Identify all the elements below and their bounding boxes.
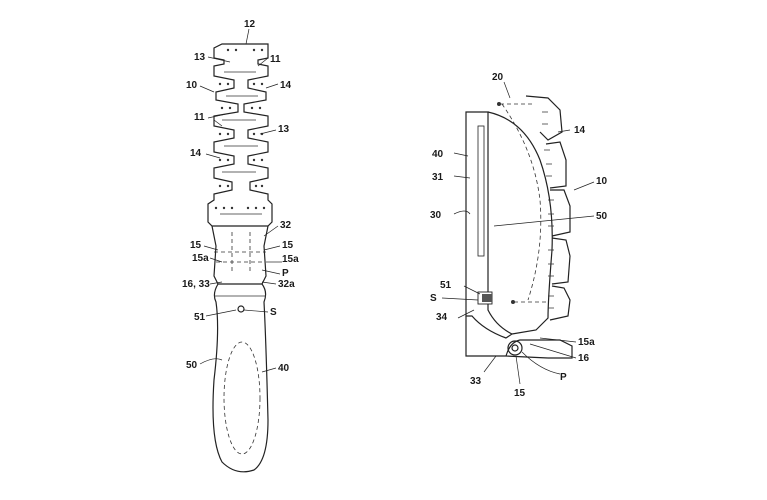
label-10: 10	[186, 80, 198, 91]
handle-outline	[212, 283, 269, 473]
neck	[211, 225, 269, 285]
label-12: 12	[244, 19, 256, 30]
arc-dashed	[501, 103, 542, 301]
right-figure	[465, 95, 573, 359]
label-33: 33	[470, 376, 482, 387]
inner-strip	[477, 125, 485, 257]
label-P: P	[282, 268, 289, 279]
handle-pin	[237, 305, 245, 313]
label-14-right: 14	[574, 125, 586, 136]
label-16: 16	[578, 353, 590, 364]
label-20: 20	[492, 72, 504, 83]
label-14: 14	[280, 80, 292, 91]
label-31: 31	[432, 172, 444, 183]
back-plate	[465, 111, 514, 339]
label-34: 34	[436, 312, 448, 323]
label-10-right: 10	[596, 176, 608, 187]
head-slots	[220, 71, 262, 215]
left-leaders	[199, 28, 282, 373]
label-32a: 32a	[278, 279, 295, 290]
head-holes	[214, 48, 266, 210]
label-16-33: 16, 33	[182, 279, 210, 290]
label-11-lower: 11	[194, 112, 205, 123]
handle-inner	[223, 341, 261, 455]
label-50-right: 50	[596, 211, 608, 222]
hinge-inner	[511, 344, 519, 352]
left-labels: 12 13 11 10 14 11 13 14 32 15 15 15a 15a…	[182, 19, 299, 374]
label-40: 40	[278, 363, 290, 374]
label-15-left: 15	[190, 240, 202, 251]
housing-curve	[487, 111, 553, 335]
label-15a-left: 15a	[192, 253, 209, 264]
neck-dashed	[214, 232, 266, 272]
label-32: 32	[280, 220, 292, 231]
label-30: 30	[430, 210, 442, 221]
label-15a-right: 15a	[578, 337, 595, 348]
label-15a-right: 15a	[282, 254, 299, 265]
hinge-outer	[507, 340, 523, 356]
stopper-spring	[482, 294, 492, 302]
top-pin	[497, 102, 501, 106]
label-13: 13	[194, 52, 206, 63]
brush-segments	[525, 95, 571, 321]
label-S-right: S	[430, 293, 437, 304]
label-S: S	[270, 307, 277, 318]
label-14-lower: 14	[190, 148, 202, 159]
label-15-right: 15	[282, 240, 294, 251]
label-15-right: 15	[514, 388, 526, 399]
label-P-right: P	[560, 372, 567, 383]
label-40-right: 40	[432, 149, 444, 160]
right-labels: 20 14 40 31 10 30 50 51 S 34 15a 16 P 33…	[430, 72, 608, 399]
label-50: 50	[186, 360, 198, 371]
label-11: 11	[270, 54, 281, 65]
head-outline	[207, 43, 273, 227]
left-figure	[207, 43, 273, 473]
brush-teeth	[542, 111, 554, 309]
label-51: 51	[194, 312, 206, 323]
label-51-right: 51	[440, 280, 452, 291]
label-13-lower: 13	[278, 124, 290, 135]
bottom-pin	[511, 300, 515, 304]
right-leaders	[441, 81, 595, 385]
